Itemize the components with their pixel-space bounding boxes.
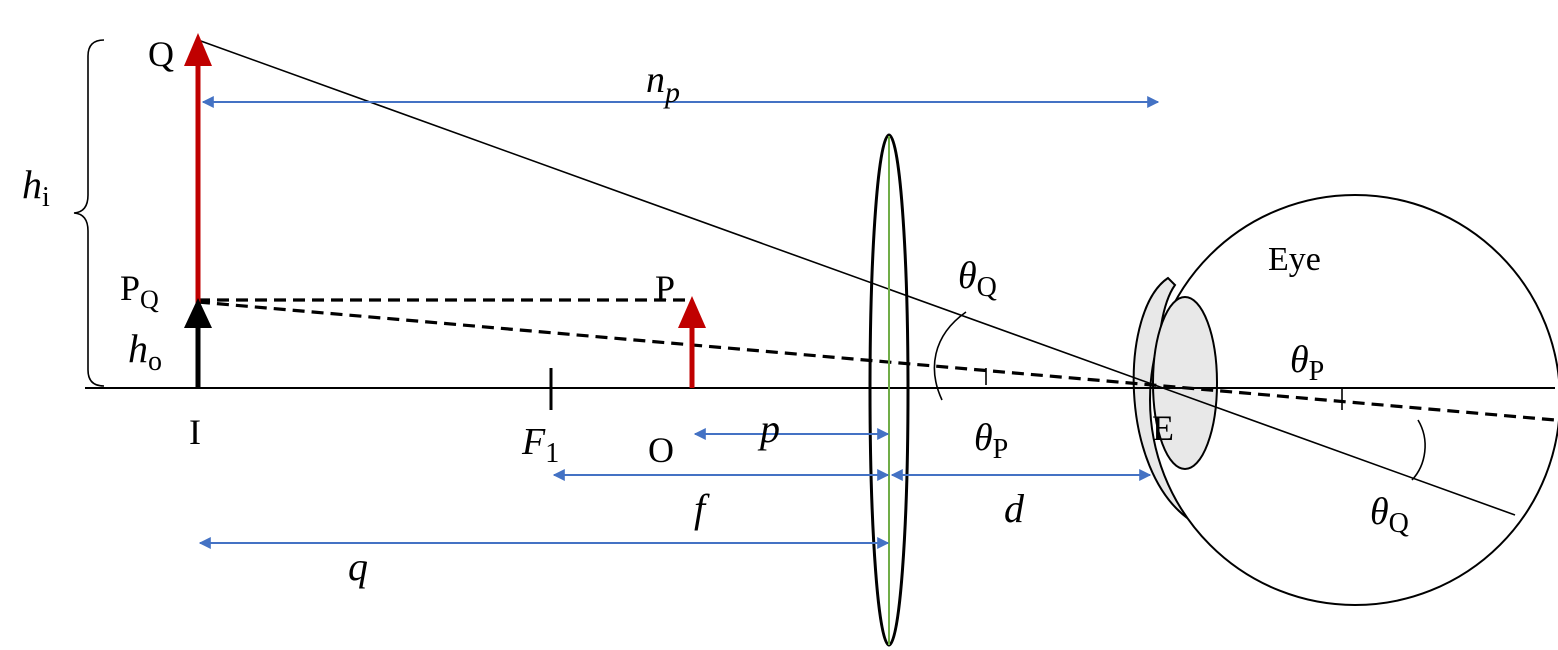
label-I: I	[189, 412, 201, 452]
label-O: O	[648, 430, 674, 470]
label-thetaP-eye: θP	[1290, 339, 1324, 387]
label-E: E	[1152, 408, 1174, 448]
label-q: q	[348, 544, 368, 589]
eyeball	[1149, 194, 1558, 606]
label-thetaQ: θQ	[958, 255, 997, 303]
label-hi: hi	[22, 162, 50, 213]
label-d: d	[1004, 486, 1025, 531]
label-P: P	[655, 268, 675, 308]
label-thetaQ-eye: θQ	[1370, 491, 1409, 539]
eye	[1132, 194, 1558, 606]
label-thetaP: θP	[974, 417, 1008, 465]
ho-arrow-head	[184, 298, 212, 328]
label-ho: ho	[128, 326, 162, 377]
ray-from-Q	[197, 39, 1516, 516]
hi-brace	[73, 39, 105, 387]
label-F1: F1	[521, 421, 559, 469]
converging-lens	[868, 133, 910, 647]
image-arrow-head	[184, 33, 212, 66]
label-np: np	[646, 59, 680, 109]
thetaQ-eye-arc	[1411, 419, 1426, 481]
object-arrow-head	[678, 296, 706, 328]
label-eye: Eye	[1268, 241, 1321, 278]
label-Q: Q	[148, 34, 174, 74]
label-f: f	[694, 486, 710, 531]
eye-lens	[1152, 296, 1218, 470]
label-p: p	[757, 406, 780, 451]
thetaQ-arc	[933, 311, 967, 401]
label-PQ: PQ	[120, 268, 159, 314]
